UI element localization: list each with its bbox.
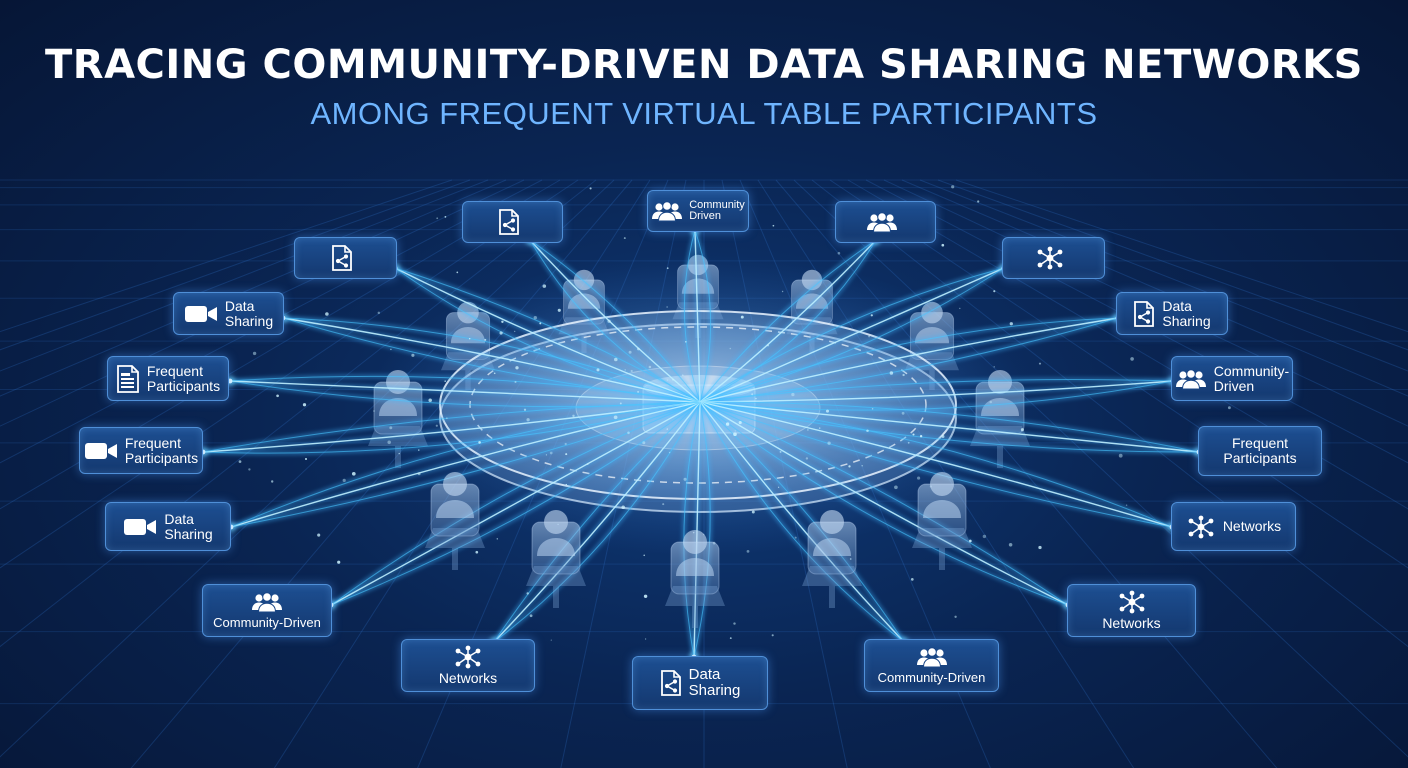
people-icon — [866, 211, 898, 233]
node-label: Frequent Participants — [124, 434, 199, 466]
node-label: Networks — [1222, 518, 1282, 534]
people-icon — [651, 200, 683, 222]
node-people-top-right[interactable] — [835, 201, 936, 243]
node-data-sharing-right[interactable]: Data Sharing — [1116, 292, 1228, 335]
node-label: Frequent Participants — [1223, 435, 1297, 466]
people-icon — [1175, 368, 1207, 390]
network-icon — [1117, 590, 1147, 614]
node-data-sharing-bottom[interactable]: Data Sharing — [632, 656, 768, 710]
node-label: Community Driven — [689, 199, 745, 222]
node-label: Networks — [438, 670, 498, 686]
node-community-driven-bottom-left[interactable]: Community-Driven — [202, 584, 332, 637]
node-label: Community- Driven — [1213, 362, 1290, 394]
node-community-driven-top[interactable]: Community Driven — [647, 190, 749, 232]
node-share-document-2[interactable] — [294, 237, 397, 279]
share-document-icon — [331, 245, 353, 271]
node-networks-right-2[interactable]: Networks — [1067, 584, 1196, 637]
node-label: Data Sharing — [224, 297, 274, 329]
page-title: TRACING COMMUNITY-DRIVEN DATA SHARING NE… — [45, 42, 1363, 88]
network-icon — [1035, 246, 1065, 270]
video-camera-icon — [123, 516, 157, 538]
node-networks-bottom-left[interactable]: Networks — [401, 639, 535, 692]
page-subtitle: AMONG FREQUENT VIRTUAL TABLE PARTICIPANT… — [310, 96, 1098, 131]
node-label: Community-Driven — [213, 615, 321, 630]
node-community-driven-right-1[interactable]: Community- Driven — [1171, 356, 1293, 401]
network-icon — [1186, 515, 1216, 539]
document-list-icon — [116, 364, 140, 393]
node-frequent-participants-left-2[interactable]: Frequent Participants — [79, 427, 203, 474]
share-document-icon — [498, 209, 520, 235]
sparkles — [184, 185, 1231, 641]
node-network-top-right[interactable] — [1002, 237, 1105, 279]
video-camera-icon — [84, 440, 118, 462]
node-community-driven-bottom-right[interactable]: Community-Driven — [864, 639, 999, 692]
node-label: Data Sharing — [164, 510, 213, 542]
node-label: Networks — [1102, 615, 1161, 631]
people-icon — [251, 591, 283, 613]
video-camera-icon — [184, 303, 218, 325]
node-frequent-participants-right[interactable]: Frequent Participants — [1198, 426, 1322, 476]
network-icon — [453, 645, 483, 669]
share-document-icon — [1133, 300, 1155, 327]
node-data-sharing-left[interactable]: Data Sharing — [173, 292, 284, 335]
node-data-sharing-left-2[interactable]: Data Sharing — [105, 502, 231, 551]
people-icon — [916, 646, 948, 668]
node-frequent-participants-left-1[interactable]: Frequent Participants — [107, 356, 229, 401]
participant-figures-front — [425, 472, 972, 628]
node-label: Data Sharing — [688, 666, 741, 699]
node-share-document-1[interactable] — [462, 201, 563, 243]
node-label: Frequent Participants — [146, 362, 221, 394]
node-label: Data Sharing — [1162, 297, 1211, 329]
connectors — [202, 229, 1200, 658]
node-label: Community-Driven — [877, 670, 986, 685]
node-networks-right-1[interactable]: Networks — [1171, 502, 1296, 551]
share-document-icon — [660, 670, 682, 696]
